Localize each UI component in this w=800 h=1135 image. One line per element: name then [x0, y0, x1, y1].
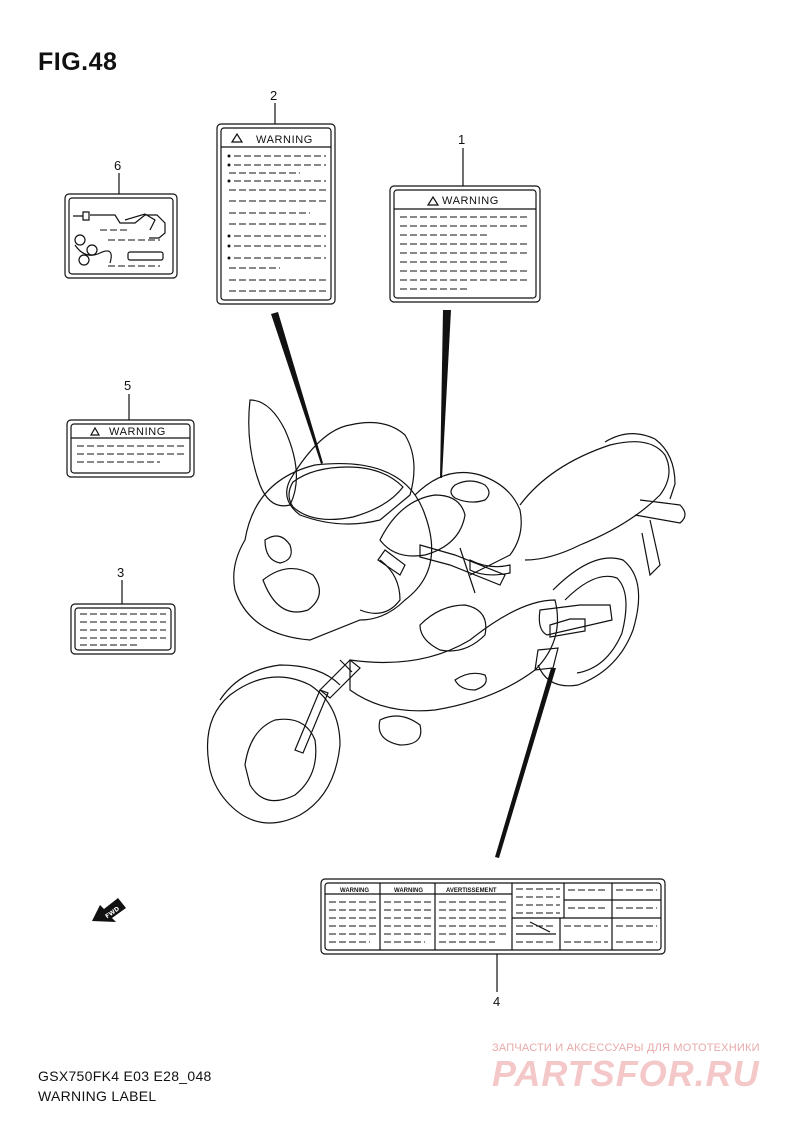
- callout-4: 4: [493, 994, 500, 1009]
- watermark-tagline: ЗАПЧАСТИ И АКСЕССУАРЫ ДЛЯ МОТОТЕХНИКИ: [492, 1042, 760, 1054]
- label-4-avert: AVERTISSEMENT: [446, 888, 497, 894]
- callout-6: 6: [114, 158, 121, 173]
- label-5-warning-text: WARNING: [109, 426, 166, 438]
- callout-2: 2: [270, 88, 277, 103]
- footer-diagram-title: WARNING LABEL: [38, 1088, 157, 1104]
- label-5[interactable]: 5 WARNING: [66, 378, 195, 478]
- label-2[interactable]: 2 WARNING: [216, 88, 336, 305]
- label-3[interactable]: 3: [70, 565, 176, 655]
- label-2-body-lines: [227, 154, 326, 292]
- label-1-body-lines: [400, 216, 530, 290]
- label-1[interactable]: 1 WARNING: [389, 132, 541, 303]
- callout-5: 5: [124, 378, 131, 393]
- figure-title: FIG.48: [38, 48, 118, 76]
- callout-3: 3: [117, 565, 124, 580]
- label-4-warning-2: WARNING: [394, 888, 423, 894]
- fwd-arrow-icon: FWD: [92, 898, 126, 922]
- motorcycle-illustration: [207, 399, 686, 824]
- callout-1: 1: [458, 132, 465, 147]
- label-3-body-lines: [80, 613, 166, 646]
- label-2-warning-text: WARNING: [256, 134, 313, 146]
- watermark-logo: PARTSFOR.RU: [492, 1053, 760, 1094]
- footer-model-code: GSX750FK4 E03 E28_048: [38, 1068, 212, 1084]
- label-4-body-lines: [329, 883, 661, 950]
- leader-lines: [271, 310, 556, 858]
- label-5-body-lines: [77, 445, 184, 463]
- label-6[interactable]: 6: [64, 158, 178, 279]
- label-4[interactable]: WARNING WARNING AVERTISSEMENT: [320, 878, 666, 1009]
- label-1-warning-text: WARNING: [442, 195, 499, 207]
- label-6-schematic: [73, 211, 166, 267]
- label-4-warning-1: WARNING: [340, 888, 369, 894]
